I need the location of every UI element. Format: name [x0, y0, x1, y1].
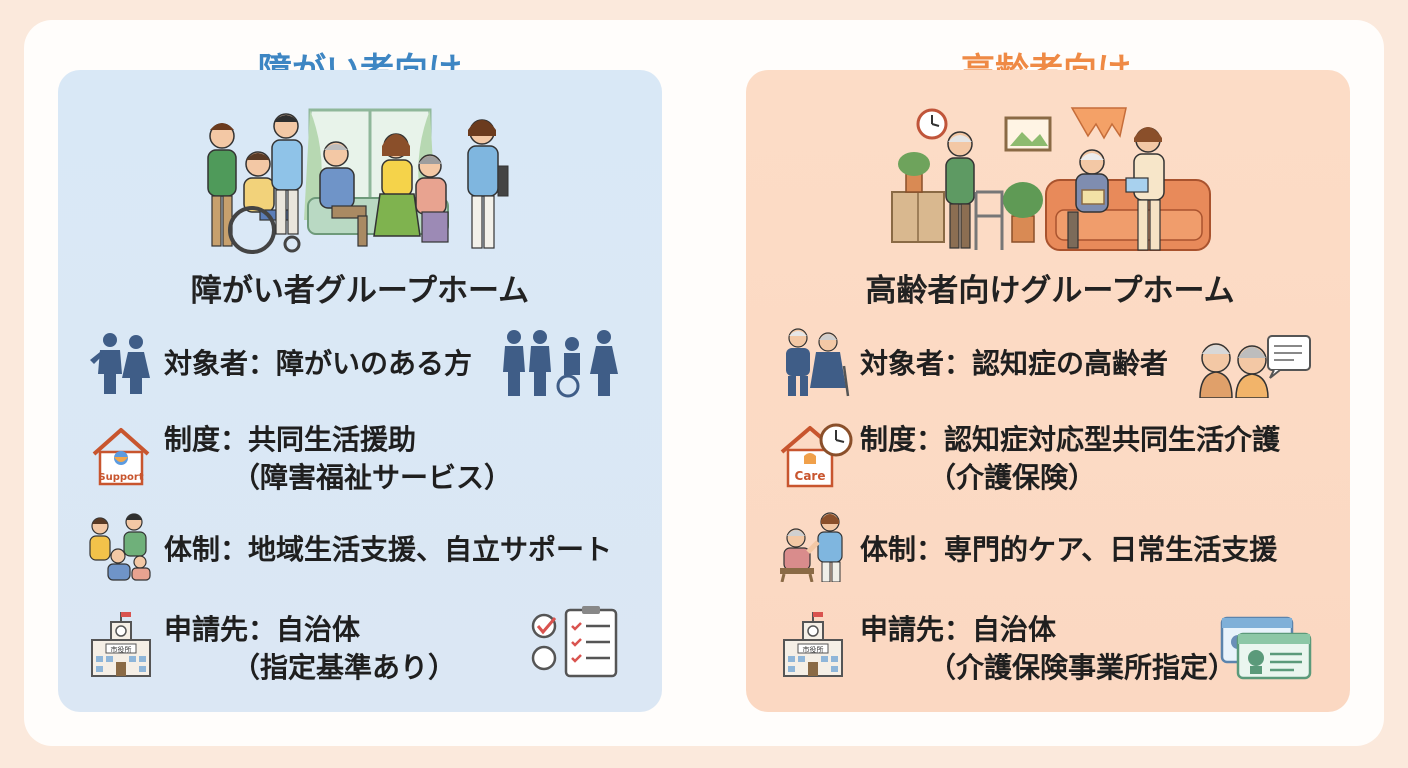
elderly-structure-text: 体制：専門的ケア、日常生活支援 [860, 533, 1278, 566]
elderly-target-text: 対象者：認知症の高齢者 [860, 347, 1169, 380]
disabled-structure-text: 体制：地域生活支援、自立サポート [164, 533, 613, 566]
disabled-system-detail: （障害福祉サービス） [232, 461, 513, 494]
caregiver-assist-icon [780, 512, 843, 582]
elderly-speech-icon [1199, 335, 1311, 398]
disabled-title: 障がい者グループホーム [190, 273, 530, 309]
people-silhouette-icon [90, 333, 150, 394]
support-icon-label: Support [98, 472, 143, 483]
id-cards-icon [1220, 616, 1312, 680]
elderly-system-text: 制度：認知症対応型共同生活介護 [860, 423, 1281, 456]
elderly-application-detail: （介護保険事業所指定） [928, 651, 1237, 684]
elderly-group-home-illustration [891, 107, 1211, 251]
disabled-application-text: 申請先：自治体 [164, 613, 361, 646]
elderly-application-text: 申請先：自治体 [860, 613, 1057, 646]
support-house-icon: Support [92, 428, 150, 486]
city-hall-label-elderly: 市役所 [803, 645, 824, 654]
city-hall-icon-elderly: 市役所 [783, 612, 843, 677]
disabled-target-text: 対象者：障がいのある方 [164, 347, 473, 380]
disabled-application-detail: （指定基準あり） [232, 651, 457, 684]
care-icon-label: Care [795, 469, 826, 483]
care-house-clock-icon: Care [780, 423, 853, 488]
city-hall-label: 市役所 [111, 645, 132, 654]
elderly-system-detail: （介護保険） [928, 461, 1097, 494]
elderly-couple-icon [786, 328, 850, 397]
elderly-title: 高齢者向けグループホーム [865, 273, 1235, 309]
checklist-icon [531, 606, 618, 678]
disabled-group-home-illustration [207, 108, 509, 254]
group-silhouette-icon [503, 330, 618, 398]
city-hall-icon: 市役所 [91, 612, 151, 677]
disabled-system-text: 制度：共同生活援助 [164, 423, 417, 456]
community-support-icon [89, 513, 151, 581]
